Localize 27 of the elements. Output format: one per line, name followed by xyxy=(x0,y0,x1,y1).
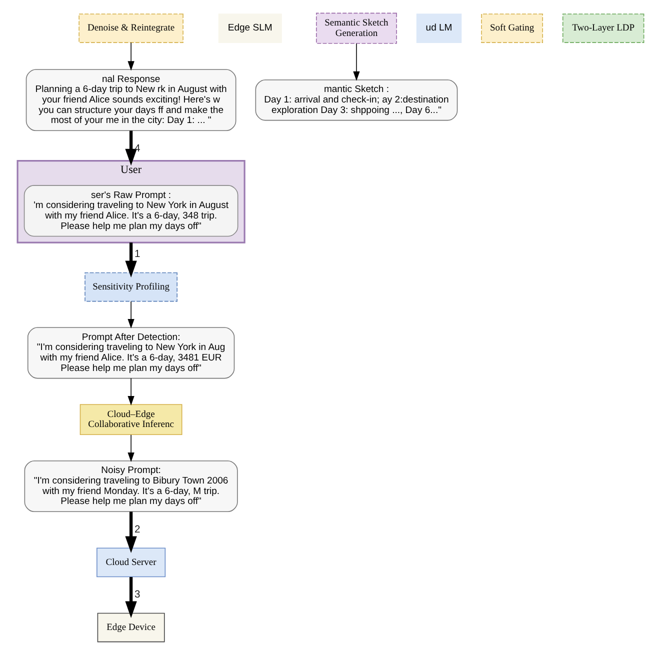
arrow xyxy=(128,301,134,329)
arrow xyxy=(125,242,137,278)
edge-label: 1 xyxy=(134,249,140,260)
arrow xyxy=(353,43,360,81)
node-box: Cloud Server xyxy=(96,548,166,578)
node-box: Edge Device xyxy=(97,612,165,642)
node-box: Denoise & Reintegrate xyxy=(78,14,184,43)
node-box: ud LM xyxy=(416,14,462,43)
arrow xyxy=(125,512,137,553)
node-box: ser's Raw Prompt : 'm considering traveling to New York in August with my friend Alice. It's a 6-day, 348 trip. Please help me plan my days off" xyxy=(24,185,238,237)
node-box: Sensitivity Profiling xyxy=(84,272,178,302)
node-box: Semantic Sketch Generation xyxy=(316,12,397,44)
edge-label: 3 xyxy=(134,590,140,601)
node-box: Two-Layer LDP xyxy=(562,14,644,43)
edge-label: 2 xyxy=(134,524,140,536)
node-box: Soft Gating xyxy=(481,14,543,43)
node-box: nal Response Planning a 6-day trip to New rk in August with your friend Alice sounds exciting! Here's w you can structure your days ff and make the most of your me in the city: Day 1: ... " xyxy=(26,69,236,132)
node-box: mantic Sketch : Day 1: arrival and check-in; ay 2:destination exploration Day 3: shppoing ..., Day 6..." xyxy=(255,79,458,121)
arrow xyxy=(128,434,134,462)
edge-label: 4 xyxy=(134,144,140,155)
arrow xyxy=(125,577,137,618)
node-box: Cloud–Edge Collaborative Inferenc xyxy=(80,404,182,436)
arrow xyxy=(128,42,134,71)
node-box: Prompt After Detection: "I'm considering traveling to New York in Aug with my friend Alice. It's a 6-day, 3481 EUR Please help me plan my days off" xyxy=(27,327,235,379)
arrow xyxy=(125,130,137,166)
node-box: Noisy Prompt: "I'm considering traveling to Bibury Town 2006 with my friend Monday. It's a 6-day, M trip. Please help me plan my days off" xyxy=(24,460,238,512)
arrow xyxy=(128,378,134,406)
